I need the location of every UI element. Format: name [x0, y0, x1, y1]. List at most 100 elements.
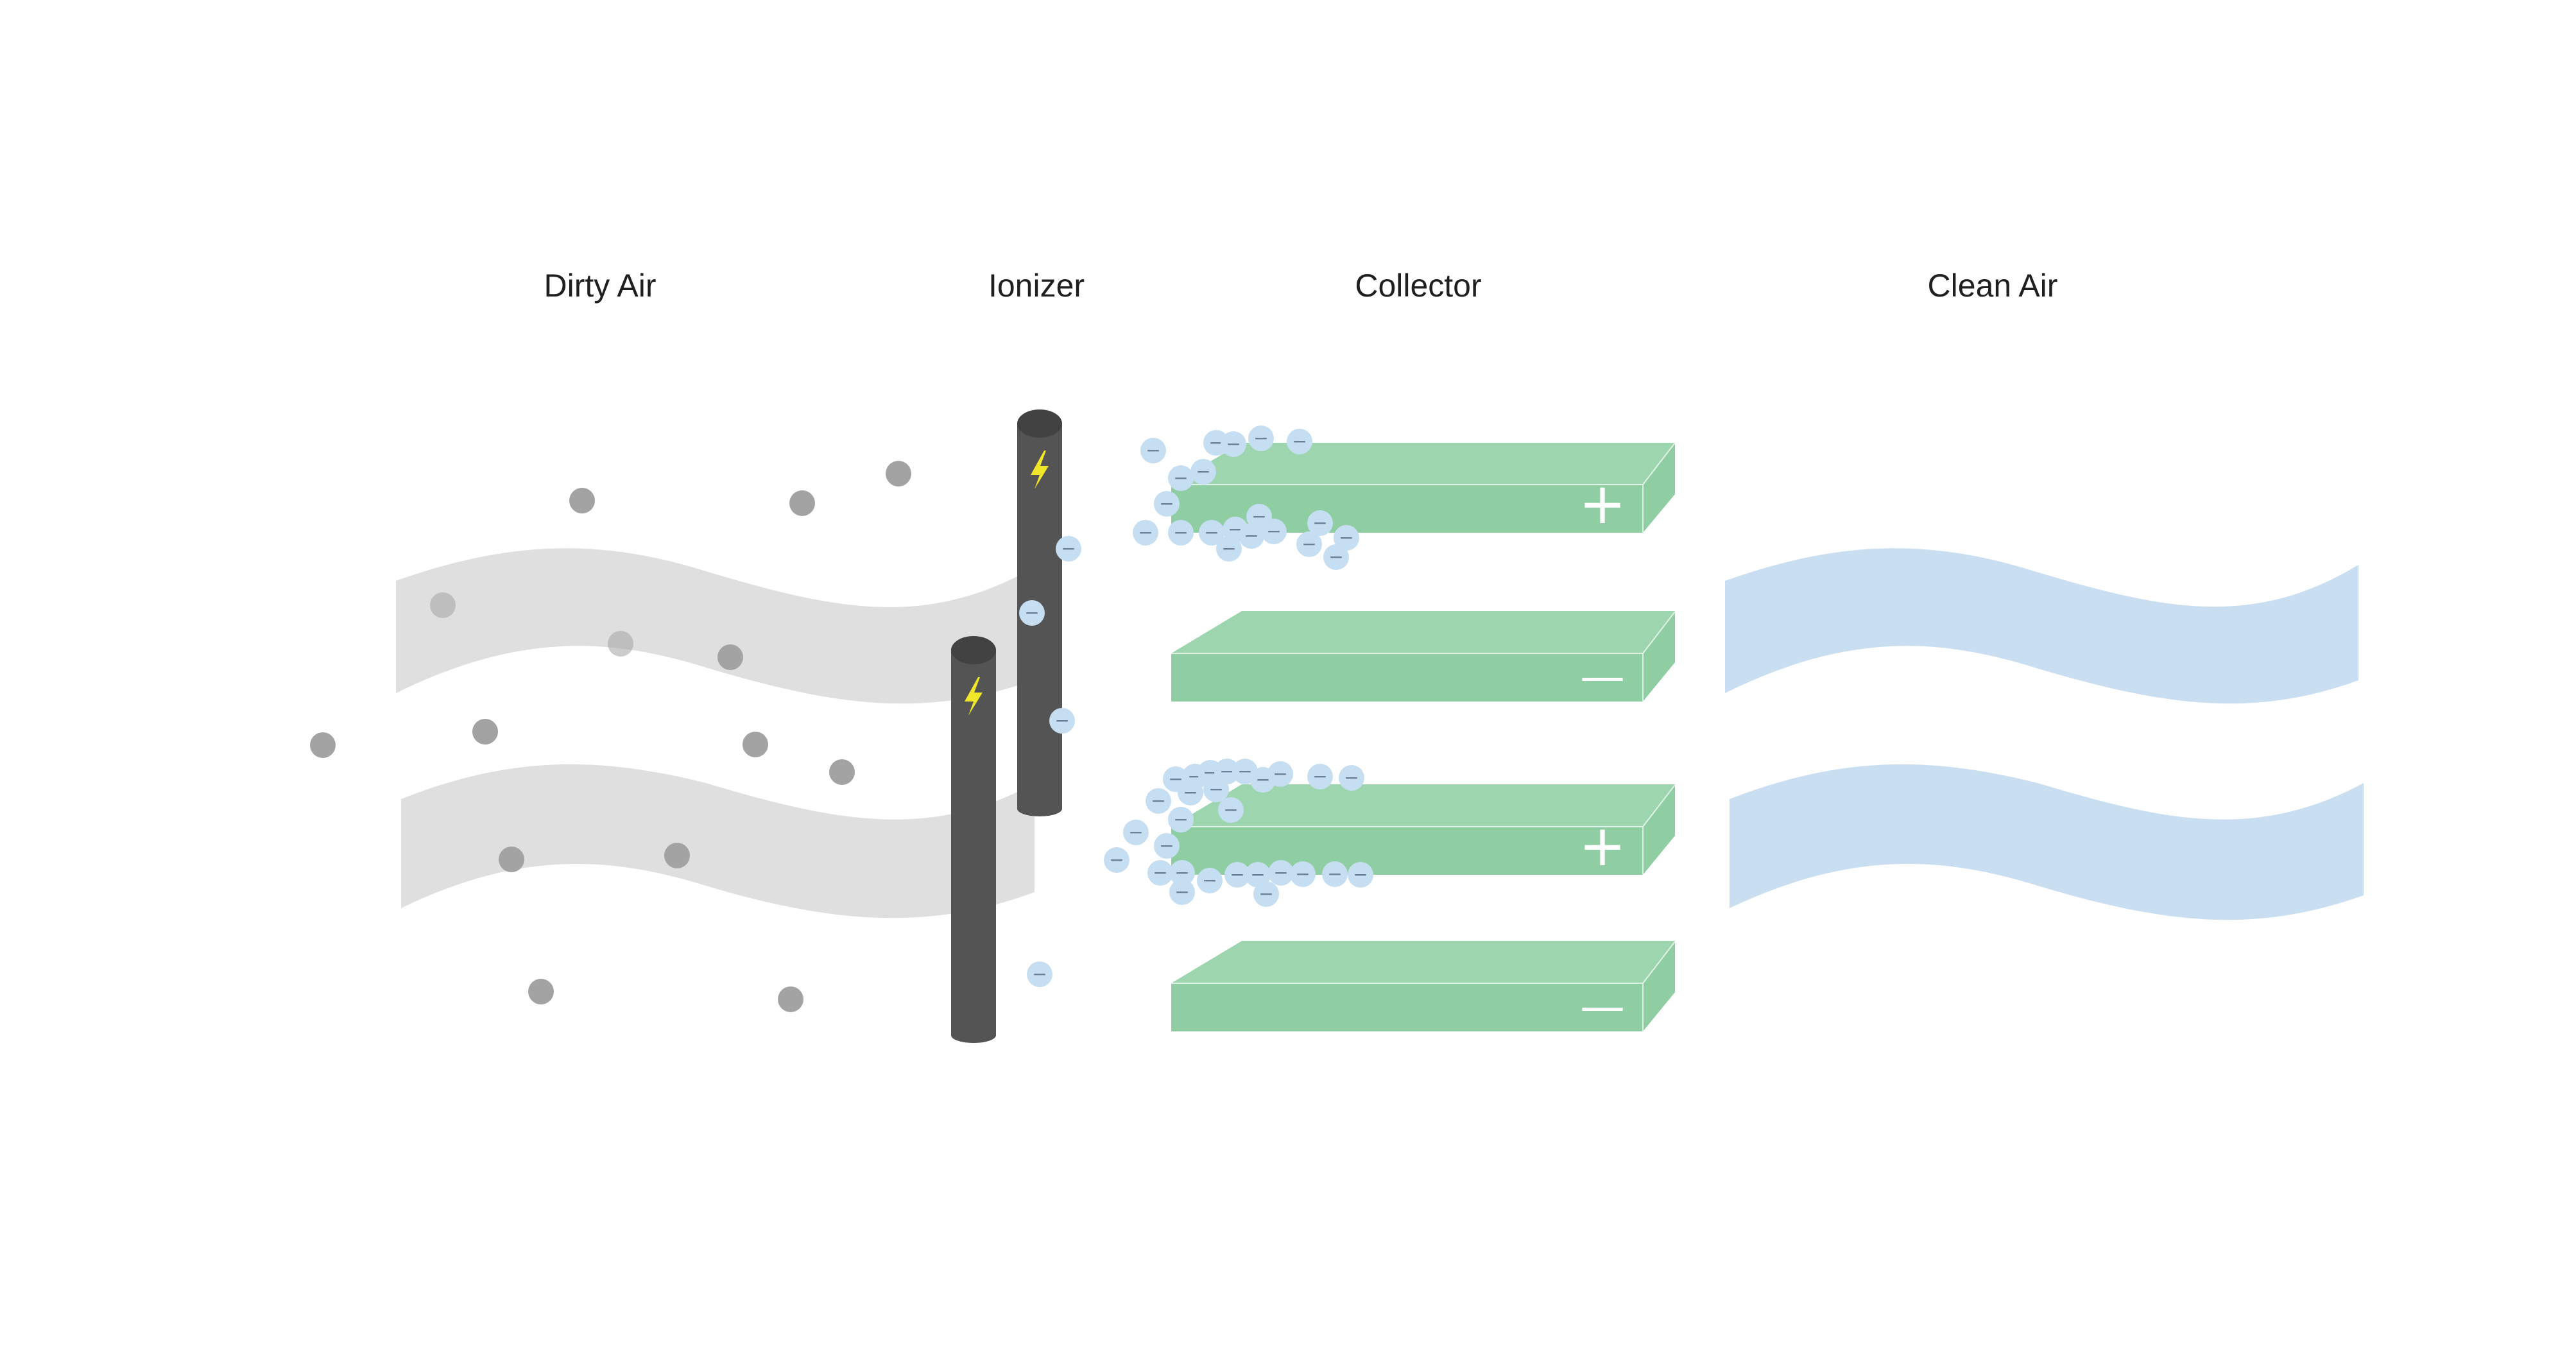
dust-particle — [789, 490, 815, 516]
negative-ion-icon: − — [1190, 459, 1216, 485]
ion-sign: − — [1266, 521, 1281, 542]
ion-sign: − — [1312, 512, 1327, 533]
dust-particle — [829, 759, 855, 785]
ionizer-rod-top — [951, 636, 996, 664]
negative-ion-icon: − — [1154, 491, 1180, 517]
ion-sign: − — [1032, 963, 1047, 985]
ion-body — [1168, 520, 1194, 546]
negative-ion-icon: − — [1334, 525, 1359, 551]
ion-sign: − — [1173, 809, 1188, 830]
ion-body — [1197, 868, 1223, 893]
clean-air-band-upper — [1725, 548, 2358, 704]
ion-sign: − — [1138, 522, 1153, 543]
ion-sign: − — [1339, 527, 1353, 548]
ion-body — [1154, 833, 1180, 859]
ionizer-rod-bottom — [1017, 801, 1062, 816]
ion-body — [1290, 861, 1316, 887]
negative-ion-icon: − — [1104, 847, 1129, 873]
ion-sign: − — [1174, 881, 1189, 902]
plate-side-face — [1643, 611, 1675, 702]
dust-particle — [717, 644, 743, 670]
ion-body — [1261, 519, 1287, 544]
ion-sign: − — [1230, 864, 1244, 885]
ionizer-rod-top — [1017, 409, 1062, 438]
plate-edge-line — [1171, 442, 1676, 533]
plate-edge-line — [1171, 784, 1676, 875]
dust-particle — [310, 732, 336, 758]
negative-ion-icon: − — [1296, 531, 1322, 557]
collector-plate-1: + — [1171, 442, 1676, 537]
minus-icon: — — [1580, 650, 1625, 703]
ion-sign: − — [1204, 522, 1219, 543]
ion-sign: − — [1301, 533, 1316, 555]
ion-body — [1123, 820, 1149, 845]
dust-particle — [430, 592, 456, 618]
ion-body — [1334, 525, 1359, 551]
ion-body — [1307, 510, 1333, 536]
negative-ion-icon: − — [1140, 438, 1166, 463]
plate-front-face — [1171, 983, 1643, 1031]
negative-ion-icon: − — [1245, 862, 1271, 888]
dust-particle — [472, 719, 498, 745]
collector-plate-3: + — [1171, 784, 1676, 879]
ion-body — [1239, 523, 1264, 549]
ion-sign: − — [1251, 506, 1266, 527]
ion-sign: − — [1226, 433, 1241, 454]
ion-sign: − — [1173, 522, 1188, 543]
ion-body — [1140, 438, 1166, 463]
negative-ion-icon: − — [1049, 708, 1075, 734]
ion-body — [1218, 797, 1244, 823]
ion-body — [1339, 765, 1364, 791]
ion-sign: − — [1244, 525, 1258, 546]
negative-ion-icon: − — [1178, 780, 1203, 805]
negative-ion-icon: − — [1290, 861, 1316, 887]
plate-side-face — [1643, 941, 1675, 1031]
ion-body — [1019, 600, 1045, 626]
ion-sign: − — [1219, 761, 1234, 782]
negative-ion-icon: − — [1307, 764, 1333, 789]
ion-sign: − — [1208, 779, 1223, 800]
label-dirty-air: Dirty Air — [544, 268, 657, 304]
ion-sign: − — [1196, 461, 1210, 482]
plate-top-face — [1171, 941, 1675, 983]
ion-sign: − — [1253, 427, 1268, 449]
ion-sign: − — [1258, 883, 1273, 904]
ion-sign: − — [1295, 863, 1310, 884]
ion-sign: − — [1168, 768, 1183, 789]
negative-ion-icon: − — [1253, 881, 1279, 907]
negative-ions: −−−−−−−−−−−−−−−−−−−−−−−−−−−−−−−−−−−−−−−−… — [1019, 426, 1373, 987]
ion-sign: − — [1237, 761, 1252, 782]
dust-particle — [743, 732, 768, 757]
negative-ion-icon: − — [1146, 788, 1171, 814]
negative-ion-icon: − — [1154, 833, 1180, 859]
ion-body — [1027, 961, 1052, 987]
negative-ion-icon: − — [1168, 465, 1194, 491]
ion-body — [1154, 491, 1180, 517]
ion-body — [1267, 761, 1293, 787]
ion-sign: − — [1255, 769, 1270, 790]
negative-ion-icon: − — [1169, 879, 1195, 905]
negative-ion-icon: − — [1248, 426, 1274, 451]
dirty-air-band-upper — [396, 548, 1033, 704]
plate-side-face — [1643, 443, 1675, 533]
ionizer-rod-body — [951, 650, 996, 1035]
label-clean-air: Clean Air — [1927, 268, 2058, 304]
plate-top-face — [1171, 611, 1675, 653]
ion-sign: − — [1327, 863, 1342, 884]
ionizer-rod-front — [951, 636, 996, 1043]
negative-ion-icon: − — [1133, 520, 1158, 546]
dust-particle — [608, 631, 633, 657]
plate-edge-line — [1171, 611, 1676, 702]
ion-body — [1147, 860, 1173, 886]
dust-particle — [499, 847, 524, 872]
ion-sign: − — [1159, 493, 1174, 514]
ion-sign: − — [1109, 849, 1124, 870]
negative-ion-icon: − — [1218, 797, 1244, 823]
minus-icon: — — [1580, 980, 1625, 1033]
dust-particle — [528, 979, 554, 1004]
ion-sign: − — [1128, 822, 1143, 843]
ion-body — [1221, 431, 1246, 457]
negative-ion-icon: − — [1323, 544, 1349, 570]
dust-particle — [778, 986, 803, 1012]
